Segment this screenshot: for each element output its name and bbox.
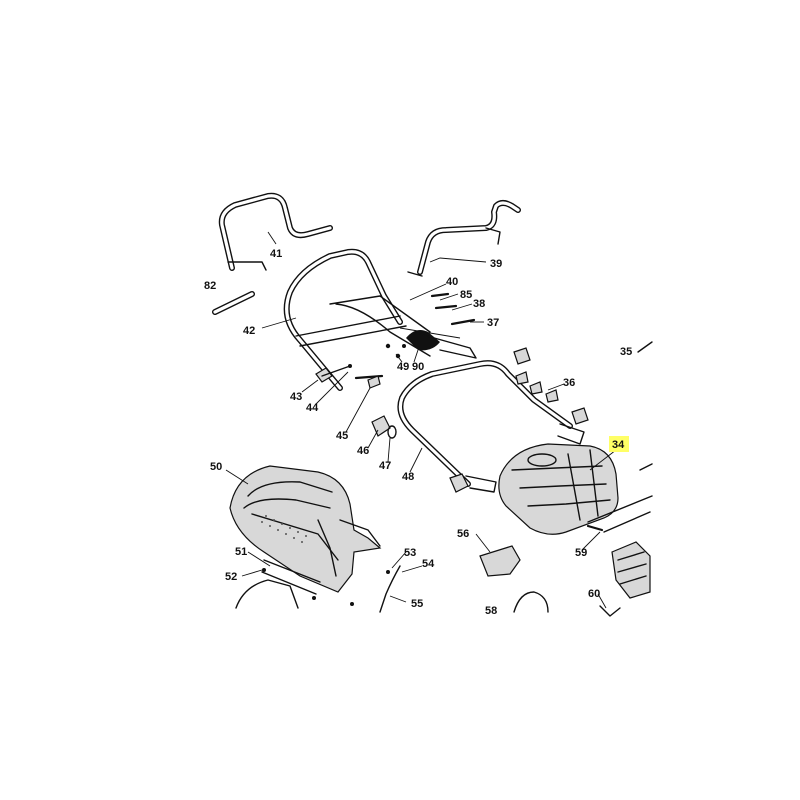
label-44: 44 [306, 402, 319, 414]
part-56-block [479, 545, 521, 577]
part-51-52-bag-lower [235, 559, 321, 609]
label-85: 85 [460, 289, 472, 301]
part-35-edge [637, 341, 653, 353]
part-48-knob [449, 473, 469, 493]
part-34-rear-cover [498, 443, 619, 535]
label-51: 51 [235, 546, 247, 558]
label-46: 46 [357, 445, 369, 457]
label-56: 56 [457, 528, 469, 540]
part-53-55-cable [350, 565, 401, 613]
part-48-lower-handle [397, 360, 585, 493]
part-46-47-knobs [371, 415, 397, 439]
part-90-lever [385, 330, 477, 359]
label-34: 34 [612, 439, 625, 451]
label-41: 41 [270, 248, 282, 260]
part-50-grass-bag [229, 465, 382, 593]
label-90: 90 [412, 361, 424, 373]
label-55: 55 [411, 598, 423, 610]
part-85-38-37-bolts [430, 292, 476, 326]
label-49: 49 [397, 361, 409, 373]
label-59: 59 [575, 547, 587, 559]
leader-lines [225, 231, 617, 609]
label-39: 39 [490, 258, 502, 270]
label-37: 37 [487, 317, 499, 329]
label-54: 54 [422, 558, 435, 570]
part-42-middle-handle [283, 248, 431, 391]
label-35: 35 [620, 346, 632, 358]
part-59-rod [586, 495, 653, 533]
part-36-knobs [513, 347, 589, 425]
label-50: 50 [210, 461, 222, 473]
label-82: 82 [204, 280, 216, 292]
label-58: 58 [485, 605, 497, 617]
part-39-upper-handle [407, 200, 521, 277]
label-36: 36 [563, 377, 575, 389]
label-45: 45 [336, 430, 348, 442]
part-58-belt [513, 591, 549, 613]
part-labels: 82 41 39 40 85 38 37 42 43 44 45 46 47 4… [204, 248, 632, 617]
label-52: 52 [225, 571, 237, 583]
label-60: 60 [588, 588, 600, 600]
part-41-upper-handle [218, 192, 333, 271]
label-34-highlight [609, 436, 629, 452]
part-43-44-knobs [315, 364, 384, 389]
part-82-tube [212, 291, 255, 315]
label-40: 40 [446, 276, 458, 288]
label-42: 42 [243, 325, 255, 337]
label-43: 43 [290, 391, 302, 403]
label-53: 53 [404, 547, 416, 559]
label-47: 47 [379, 460, 391, 472]
label-38: 38 [473, 298, 485, 310]
part-60-bracket [599, 463, 653, 617]
label-48: 48 [402, 471, 414, 483]
